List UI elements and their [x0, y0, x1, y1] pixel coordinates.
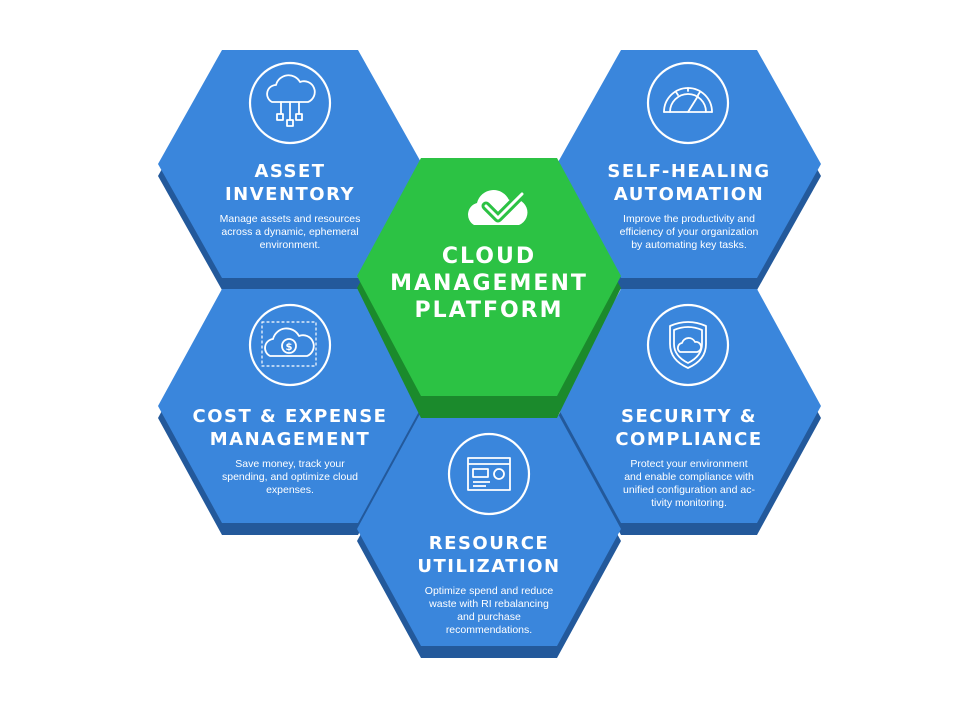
- resource-utilization-title-line: RESOURCE: [428, 533, 550, 554]
- self-healing-automation-title-line: SELF-HEALING: [607, 161, 771, 182]
- asset-inventory-title-line: ASSET: [254, 161, 326, 182]
- self-healing-automation-description: Improve the productivity and efficiency …: [594, 213, 784, 252]
- cloud-check-icon: [468, 189, 528, 225]
- resource-utilization-description-line: recommendations.: [445, 624, 533, 636]
- asset-inventory-description: Manage assets and resources across a dyn…: [200, 213, 380, 252]
- hex-security-face: [557, 289, 821, 523]
- hex-asset-inventory: [158, 50, 422, 290]
- asset-inventory-title-line: INVENTORY: [224, 184, 356, 205]
- icon-ring-asset: [248, 61, 332, 145]
- icon-ring-resource: [447, 432, 531, 516]
- cloud-network-icon: [266, 74, 316, 127]
- hex-center-face: [357, 158, 621, 396]
- hex-security-compliance: [557, 289, 821, 535]
- security-compliance-description-line: tivity monitoring.: [651, 497, 727, 509]
- hex-cost-face: [158, 289, 422, 523]
- cost-expense-management-title-line: COST & EXPENSE: [192, 406, 388, 427]
- dollar-glyph: $: [286, 342, 293, 353]
- icon-ring-security: [646, 303, 730, 387]
- resource-utilization-description-line: waste with RI rebalancing: [429, 598, 549, 610]
- cost-expense-management-title-line: MANAGEMENT: [209, 429, 371, 450]
- hex-resource-face: [357, 412, 621, 646]
- cost-expense-management-description-line: expenses.: [266, 484, 314, 496]
- cloud-management-platform-title: CLOUD MANAGEMENT PLATFORM: [369, 243, 609, 324]
- resource-utilization-description-line: Optimize spend and reduce: [424, 585, 554, 597]
- center-title-line: CLOUD: [441, 244, 537, 269]
- self-healing-automation-title-line: AUTOMATION: [613, 184, 765, 205]
- security-compliance-description: Protect your environment and enable comp…: [599, 458, 779, 510]
- hex-cloud-management-platform: [357, 158, 621, 418]
- icon-ring-cost: [248, 303, 332, 387]
- cost-expense-management-title: COST & EXPENSE MANAGEMENT: [170, 405, 410, 451]
- self-healing-automation-description-line: Improve the productivity and: [623, 213, 755, 225]
- self-healing-automation-description-line: efficiency of your organization: [619, 226, 759, 238]
- shield-cloud-icon: [669, 321, 707, 369]
- cost-expense-management-description-line: Save money, track your: [235, 458, 345, 470]
- hex-self-healing-face: [557, 50, 821, 278]
- cloud-dollar-icon: [261, 321, 317, 367]
- resource-utilization-description-line: and purchase: [457, 611, 521, 623]
- asset-inventory-title: ASSET INVENTORY: [170, 160, 410, 206]
- cost-expense-management-description: Save money, track your spending, and opt…: [205, 458, 375, 497]
- resource-utilization-description: Optimize spend and reduce waste with RI …: [404, 585, 574, 637]
- hex-cost-expense-management: [158, 289, 422, 535]
- security-compliance-description-line: and enable compliance with: [624, 471, 754, 483]
- cost-expense-management-description-line: spending, and optimize cloud: [221, 471, 358, 483]
- icon-ring-self-healing: [646, 61, 730, 145]
- security-compliance-description-line: Protect your environment: [630, 458, 748, 470]
- gauge-icon: [663, 87, 713, 113]
- asset-inventory-description-line: environment.: [259, 239, 321, 251]
- asset-inventory-description-line: Manage assets and resources: [219, 213, 361, 225]
- dashboard-window-icon: [467, 457, 511, 491]
- hex-asset-inventory-face: [158, 50, 422, 278]
- asset-inventory-description-line: across a dynamic, ephemeral: [221, 226, 359, 238]
- security-compliance-title-line: COMPLIANCE: [615, 429, 763, 450]
- center-title-line: PLATFORM: [414, 298, 564, 323]
- hex-resource-utilization: [357, 412, 621, 658]
- resource-utilization-title: RESOURCE UTILIZATION: [369, 532, 609, 578]
- resource-utilization-title-line: UTILIZATION: [417, 556, 561, 577]
- self-healing-automation-description-line: by automating key tasks.: [631, 239, 747, 251]
- security-compliance-description-line: unified configuration and ac-: [623, 484, 755, 496]
- self-healing-automation-title: SELF-HEALING AUTOMATION: [569, 160, 809, 206]
- center-title-line: MANAGEMENT: [390, 271, 588, 296]
- hex-self-healing-automation: [557, 50, 821, 290]
- security-compliance-title: SECURITY & COMPLIANCE: [569, 405, 809, 451]
- security-compliance-title-line: SECURITY &: [621, 406, 757, 427]
